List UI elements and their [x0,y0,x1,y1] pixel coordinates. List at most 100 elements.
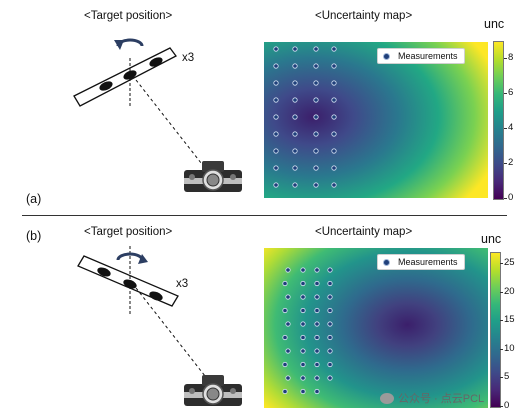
colorbar-tick-mark [504,198,507,199]
measurement-point [327,361,333,368]
measurement-point [292,148,298,154]
camera-sightline [135,287,206,377]
colorbar-tick-label: 20 [504,285,515,297]
measurement-point [282,361,288,368]
colorbar-tick-mark [500,320,503,322]
measurement-point [313,131,319,137]
colorbar-tick-label: 6 [508,87,514,99]
panel-a-label: (a) [26,192,42,206]
measurement-point [313,46,319,52]
measurement-point [300,334,306,341]
measurement-point [327,348,333,354]
panel-b-left-title: <Target position> [84,226,173,238]
measurement-point [300,375,306,381]
measurement-point [300,280,306,287]
panel-b-legend-label: Measurements [398,257,458,267]
target-plate [73,47,177,107]
colorbar-tick-label: 4 [508,122,514,134]
measurement-point [314,388,320,395]
measurement-point [313,97,319,103]
panel-b-heatmap-svg [264,248,488,408]
colorbar-tick-mark [504,128,507,130]
measurement-point [314,375,320,381]
colorbar-tick-mark [500,348,503,350]
colorbar-tick-label: 2 [508,157,514,169]
panel-a-left-title: <Target position> [84,10,173,22]
colorbar-tick-mark [504,93,507,95]
measurement-point [331,46,337,52]
panel-b-rotation-text: x3 [176,278,189,290]
legend-marker-icon [383,52,390,60]
measurement-point [314,348,320,354]
panel-a-colorbar [493,41,504,200]
measurement-point [313,80,319,86]
measurement-point [313,148,319,154]
panel-b-measurement-points [282,267,333,395]
colorbar-tick-label: 25 [504,257,515,269]
panel-a-target-diagram [73,38,206,169]
measurement-point [273,165,279,171]
watermark-text: 公众号 · 点云PCL [398,393,485,405]
measurement-point [282,280,288,287]
colorbar-tick-label: 0 [504,400,510,411]
measurement-point [273,63,279,69]
panel-b-right-title: <Uncertainty map> [315,226,413,238]
colorbar-tick-label: 15 [504,314,515,326]
measurement-point [292,46,298,52]
colorbar-tick-mark [504,58,507,60]
measurement-point [285,375,291,381]
measurement-point [331,63,337,69]
camera-sightline [135,79,206,169]
colorbar-tick-label: 0 [508,192,514,203]
measurement-point [314,307,320,314]
measurement-point [273,46,279,52]
colorbar-tick-mark [500,377,503,379]
panel-a-colorbar-title: unc [484,17,505,31]
measurement-point [331,131,337,137]
panel-a-measurement-points [273,46,337,188]
panel-b-heatmap: Measurements [264,248,488,413]
panel-b-colorbar [490,252,501,408]
panel-b-label: (b) [26,229,42,243]
panel-b-legend: Measurements [377,254,465,270]
measurement-point [273,97,279,103]
measurement-point [300,321,306,327]
colorbar-tick-mark [500,291,503,293]
camera-icon [184,375,242,406]
measurement-point [282,334,288,341]
panel-b-target-diagram [77,246,206,377]
measurement-point [292,63,298,69]
measurement-point [313,63,319,69]
measurement-point [331,97,337,103]
wechat-icon [380,392,394,404]
panel-a-legend-label: Measurements [398,51,458,61]
camera-icon [184,161,242,192]
measurement-point [285,267,291,273]
measurement-point [292,97,298,103]
panel-b-colorbar-title: unc [481,232,502,246]
measurement-point [327,375,333,381]
panel-a-heatmap-svg [264,42,488,198]
measurement-point [313,114,319,120]
measurement-point [314,294,320,300]
measurement-point [327,307,333,314]
measurement-point [285,348,291,354]
measurement-point [300,307,306,314]
panel-a-heatmap: Measurements [264,42,488,203]
colorbar-tick-label: 8 [508,52,514,64]
measurement-point [331,182,337,188]
measurement-point [292,114,298,120]
measurement-point [292,80,298,86]
watermark: 公众号 · 点云PCL [380,390,484,406]
measurement-point [282,307,288,314]
measurement-point [314,280,320,287]
measurement-point [313,182,319,188]
measurement-point [273,114,279,120]
measurement-point [300,267,306,273]
colorbar-tick-label: 5 [504,371,510,383]
measurement-point [314,267,320,273]
measurement-point [300,294,306,300]
panel-a-legend: Measurements [377,48,465,64]
measurement-point [273,182,279,188]
colorbar-tick-label: 10 [504,342,515,354]
